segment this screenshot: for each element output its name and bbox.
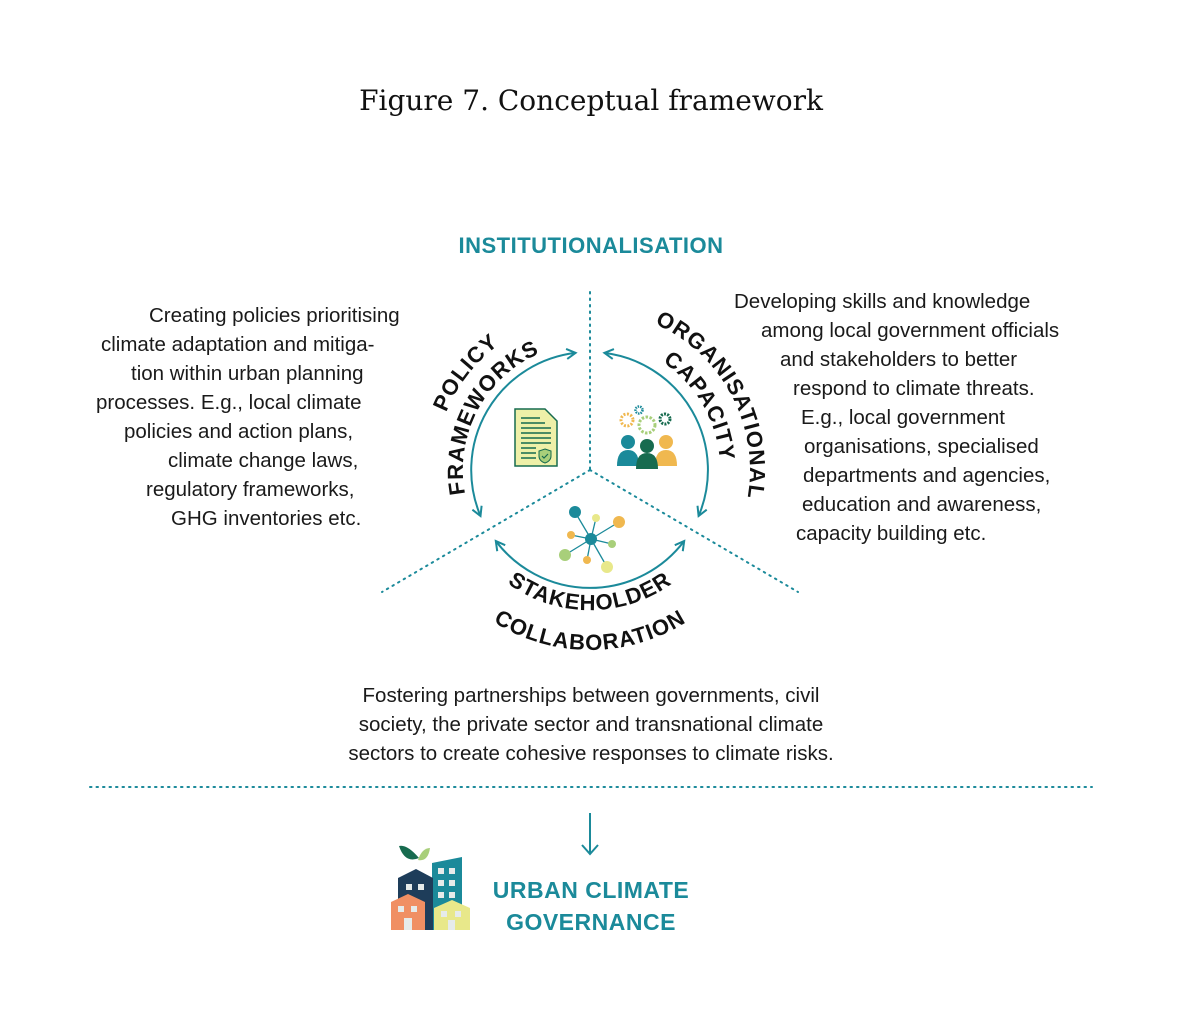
outcome-line-2: GOVERNANCE [506,909,676,935]
capacity-text-line: respond to climate threats. [793,377,1035,400]
capacity-text-line: education and awareness, [802,493,1042,516]
institutionalisation-heading: INSTITUTIONALISATION [458,233,724,258]
policy-text-line: tion within urban planning [131,362,364,385]
city-buildings-icon [391,845,470,930]
capacity-text-line: capacity building etc. [796,522,987,545]
cycle-arrow-right [604,353,709,516]
figure-title: Figure 7. Conceptual framework [359,84,823,117]
policy-document-icon [514,408,558,467]
policy-text-line: regulatory frameworks, [146,478,355,501]
cycle-arrow-left [470,353,575,516]
collaboration-text-line: sectors to create cohesive responses to … [348,742,834,765]
policy-text-line: climate change laws, [168,449,359,472]
people-gears-icon [617,405,677,469]
capacity-text-line: departments and agencies, [803,464,1051,487]
policy-text-line: Creating policies prioritising [149,304,400,327]
down-arrow-icon [581,813,599,856]
cycle-arrow-bottom [496,541,684,589]
capacity-text-line: and stakeholders to better [780,348,1018,371]
collaboration-text-line: Fostering partnerships between governmen… [362,684,820,707]
policy-text-line: climate adaptation and mitiga- [101,333,375,356]
divider-left [381,469,591,593]
policy-text-line: GHG inventories etc. [171,507,362,530]
outcome-label: URBAN CLIMATE GOVERNANCE [478,874,704,938]
capacity-text-line: organisations, specialised [804,435,1039,458]
policy-text-line: policies and action plans, [124,420,354,443]
outcome-line-1: URBAN CLIMATE [492,877,690,903]
capacity-text-line: E.g., local government [801,406,1005,429]
policy-text-line: processes. E.g., local climate [96,391,362,414]
network-icon [559,506,625,573]
stakeholder-label: STAKEHOLDER [504,566,675,615]
collaboration-description: Fostering partnerships between governmen… [0,681,1182,768]
capacity-text-line: among local government officials [761,319,1060,342]
capacity-text-line: Developing skills and knowledge [734,290,1031,313]
collaboration-text-line: society, the private sector and transnat… [358,713,824,736]
